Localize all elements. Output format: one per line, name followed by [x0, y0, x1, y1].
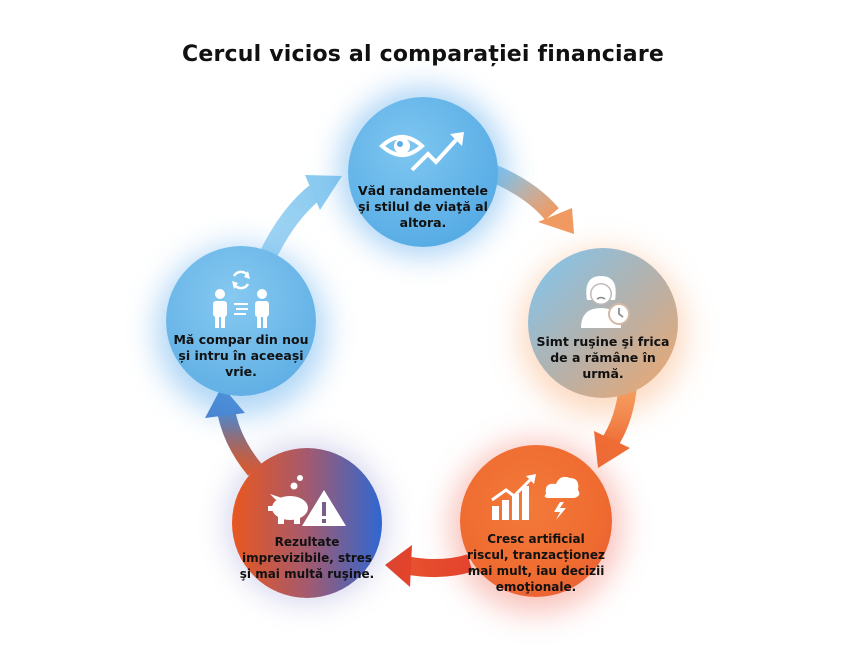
- node-compare-again: Mă compar din nou și intru în aceeași vr…: [166, 246, 316, 396]
- node-unpredictable-results: Rezultate imprevizibile, stres şi mai mu…: [232, 448, 382, 598]
- arrow-1: [486, 163, 574, 234]
- node-increase-risk: Cresc artificial riscul, tranzacționez m…: [460, 445, 612, 597]
- node-see-others: Văd randamentele şi stilul de viaţă al a…: [348, 97, 498, 247]
- node-label: Mă compar din nou și intru în aceeași vr…: [173, 332, 309, 379]
- node-label: Văd randamentele şi stilul de viaţă al a…: [358, 183, 488, 230]
- arrow-4: [205, 386, 263, 476]
- node-label: Simt ruşine şi frica de a rămâne în urmă…: [536, 334, 670, 381]
- node-label: Rezultate imprevizibile, stres şi mai mu…: [239, 535, 375, 581]
- worried-woman-clock-icon: [573, 272, 633, 328]
- node-label: Cresc artificial riscul, tranzacționez m…: [467, 532, 605, 594]
- arrow-3: [385, 545, 473, 587]
- diagram-title: Cercul vicios al comparației financiare: [181, 42, 665, 67]
- eye-trend-up-icon: [378, 121, 468, 177]
- node-shame-fear: Simt ruşine şi frica de a rămâne în urmă…: [528, 248, 678, 398]
- people-compare-icon: [206, 270, 276, 328]
- piggy-bank-warning-icon: [262, 472, 352, 528]
- chart-storm-icon: [488, 469, 584, 525]
